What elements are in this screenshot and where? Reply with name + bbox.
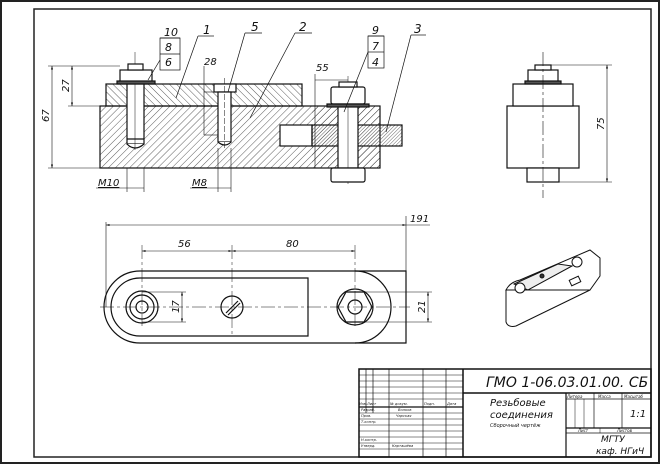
scale-value: 1:1: [630, 409, 646, 420]
dim-screw-depth: 28: [204, 57, 217, 68]
role-3: Н.контр.: [361, 438, 377, 442]
title-line-1: Резьбовые: [490, 397, 546, 409]
inner-frame: [33, 8, 652, 458]
row-header-1: Лист: [366, 402, 377, 406]
name-2: Карташёва: [392, 444, 413, 448]
role-1: Пров.: [361, 414, 371, 418]
name-1: Чарская: [396, 414, 412, 418]
leaders: [147, 32, 426, 133]
designation: ГМО 1-06.03.01.00. СБ: [486, 375, 648, 391]
col-lit: Литера: [566, 394, 583, 399]
row-header-3: Подп.: [424, 402, 435, 406]
dim-overall-height: 67: [41, 109, 52, 122]
slot-opening: [279, 124, 313, 147]
row-header-4: Дата: [446, 402, 456, 406]
middle-screw-head: [213, 83, 237, 93]
iso-nut-right: [571, 256, 583, 268]
side-dimensions: [551, 64, 612, 183]
label-5: 5: [251, 20, 259, 34]
role-0: Разраб.: [361, 408, 375, 412]
top-view-centerlines: [100, 245, 410, 336]
label-2: 2: [299, 20, 307, 34]
row-header-2: № докум.: [389, 402, 408, 406]
role-2: Т.контр.: [361, 420, 377, 424]
label-10: 10: [164, 26, 178, 39]
front-dimensions: [48, 65, 348, 192]
label-8: 8: [165, 41, 172, 54]
org-line-2: каф. НГиЧ: [596, 447, 644, 457]
front-section-view: [99, 52, 403, 184]
right-bolt-head: [330, 167, 366, 183]
sheets-label: Листов: [616, 428, 633, 433]
front-dimension-labels: 67 27 28 55 M10 M8: [41, 57, 329, 189]
label-7: 7: [372, 40, 379, 53]
right-arc: [354, 270, 392, 344]
isometric-view: [505, 249, 601, 327]
row-header-0: Изм.: [359, 402, 367, 406]
label-6: 6: [165, 56, 172, 69]
dim-spacing-right: 80: [286, 239, 299, 250]
dim-washer-dia: 17: [171, 300, 182, 313]
dim-bolt-offset: 55: [316, 63, 329, 74]
dim-nut-size: 21: [417, 300, 428, 313]
label-9: 9: [372, 24, 379, 37]
label-4: 4: [372, 56, 379, 69]
name-0: Волков: [398, 408, 411, 412]
role-4: Утверд.: [361, 444, 376, 448]
top-dimensions: [105, 216, 432, 323]
dim-side-height: 75: [596, 117, 607, 130]
title-line-2: соединения: [490, 410, 553, 421]
left-bolt: [126, 83, 145, 145]
dim-spacing-left: 56: [178, 239, 191, 250]
dim-overall-length: 191: [410, 214, 429, 225]
col-mass: Масса: [598, 394, 611, 399]
title-block: [358, 368, 652, 458]
dim-thread-mid: M8: [192, 178, 207, 189]
dim-thread-left: M10: [98, 178, 119, 189]
leader-labels: 10 8 6 1 5 2 9 7 4 3: [164, 20, 422, 69]
title-line-3: Сборочный чертёж: [490, 423, 541, 429]
iso-nut-left: [514, 282, 526, 294]
left-nut: [119, 69, 153, 83]
title-block-text: ГМО 1-06.03.01.00. СБ Резьбовые соединен…: [359, 375, 648, 457]
label-3: 3: [414, 22, 422, 36]
org-line-1: МГТУ: [601, 435, 625, 445]
dim-top-plate-height: 27: [61, 79, 72, 92]
label-1: 1: [203, 23, 211, 37]
base-outline: [103, 270, 407, 344]
plate-outline: [110, 277, 309, 337]
top-dimension-labels: 191 56 80 17 21: [171, 214, 429, 313]
sheet-label: Лист: [577, 428, 589, 433]
col-scale: Масштаб: [624, 394, 644, 399]
side-view: [506, 52, 580, 198]
